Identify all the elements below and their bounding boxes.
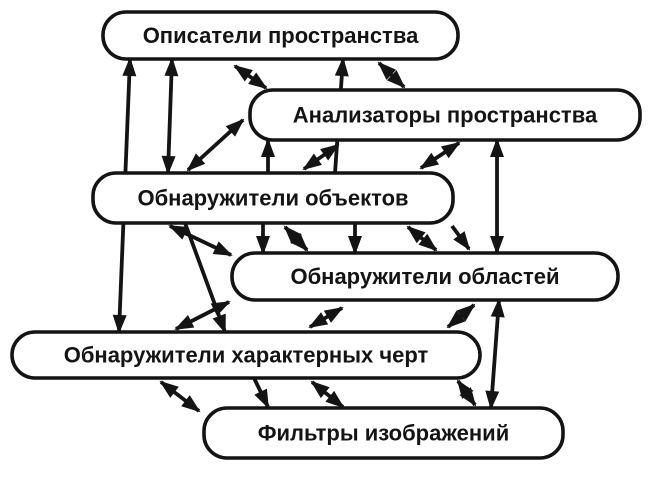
arrow-connector (159, 380, 201, 413)
arrow-connector (377, 61, 406, 89)
arrow-connector (168, 224, 233, 257)
node-region-detectors-label: Обнаружители областей (290, 264, 559, 289)
node-feature-detectors-box (10, 330, 482, 380)
node-image-filters-label: Фильтры изображений (258, 421, 509, 446)
node-object-detectors-label: Обнаружители объектов (137, 186, 408, 211)
node-space-analyzers-label: Анализаторы пространства (293, 103, 598, 128)
arrow-connector (186, 118, 245, 172)
arrow-connector (446, 303, 476, 329)
arrow-connector (450, 224, 471, 251)
arrow-connector (283, 225, 309, 252)
node-image-filters: Фильтры изображений (202, 406, 565, 460)
node-space-descriptors-label: Описатели пространства (143, 23, 419, 48)
arrow-connector (252, 377, 270, 409)
node-feature-detectors: Обнаружители характерных черт (10, 330, 482, 380)
arrow-connector (485, 298, 505, 410)
arrow-connector (456, 379, 477, 407)
arrow-connector (233, 64, 268, 90)
node-image-filters-box (202, 406, 565, 460)
node-space-analyzers: Анализаторы пространства (248, 88, 642, 142)
node-object-detectors-box (91, 171, 455, 225)
arrow-layer (112, 57, 505, 413)
node-region-detectors-box (230, 251, 620, 302)
node-object-detectors: Обнаружители объектов (91, 171, 455, 225)
arrow-connector (161, 57, 179, 175)
arrow-connector (174, 300, 231, 331)
arrow-connector (302, 143, 340, 171)
node-feature-detectors-label: Обнаружители характерных черт (64, 343, 429, 368)
arrow-connector (406, 225, 438, 252)
node-space-analyzers-box (248, 88, 642, 142)
node-space-descriptors: Описатели пространства (101, 10, 460, 61)
arrow-connector (419, 141, 461, 170)
node-region-detectors: Обнаружители областей (230, 251, 620, 302)
arrow-connector (183, 222, 227, 334)
arrow-connector (310, 380, 345, 409)
arrow-connector (308, 306, 344, 329)
node-space-descriptors-box (101, 10, 460, 61)
